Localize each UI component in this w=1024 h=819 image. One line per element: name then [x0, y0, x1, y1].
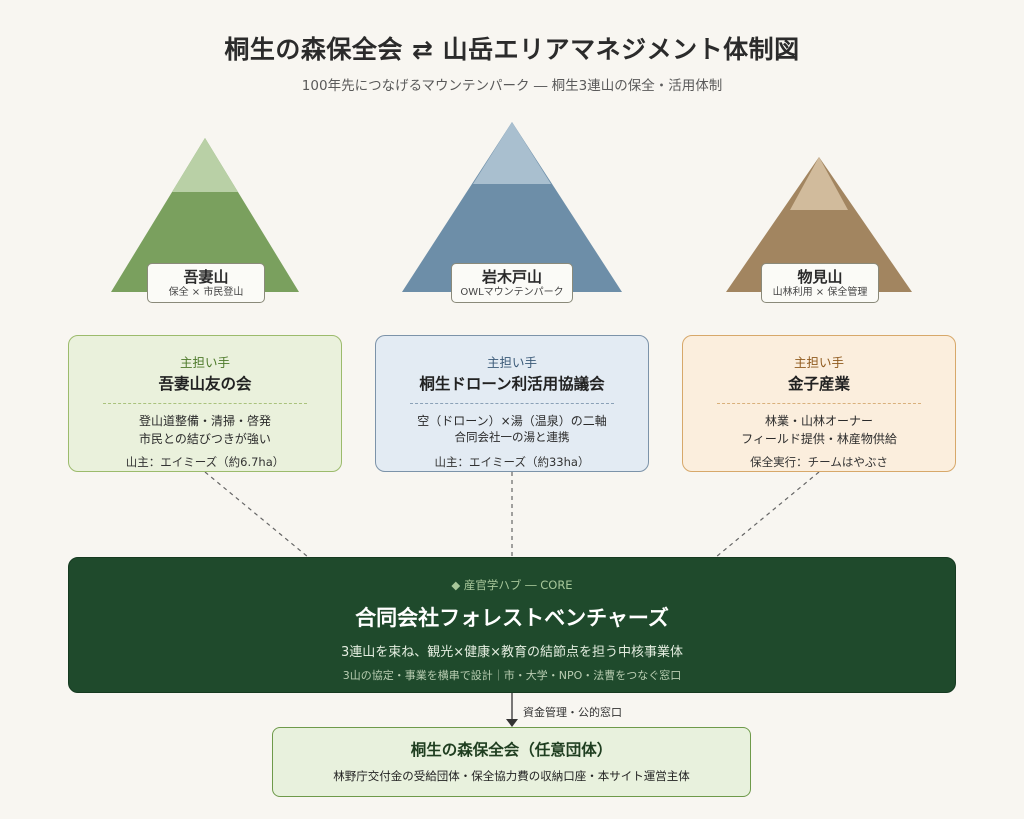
mountain-iwakido-cap [473, 122, 551, 184]
core-hub-box: ◆ 産官学ハブ ― CORE 合同会社フォレストベンチャーズ 3連山を束ね、観光… [68, 557, 956, 693]
card-owner: 山主：エイミーズ（約6.7ha） [125, 455, 285, 469]
card-line1: 登山道整備・清掃・啓発 [138, 414, 271, 428]
mountain-sub: 保全 × 市民登山 [168, 287, 244, 298]
mountain-iwakido-shape [402, 122, 622, 292]
card-divider [103, 403, 307, 404]
mountain-label-azuma: 吾妻山 保全 × 市民登山 [147, 263, 265, 303]
card-line2: フィールド提供・林産物供給 [741, 432, 897, 446]
core-desc: 3連山を束ね、観光×健康×教育の結節点を担う中核事業体 [340, 645, 684, 660]
card-role: 主担い手 [179, 355, 230, 370]
mountain-azuma-shape [111, 138, 299, 292]
arrow-head [506, 719, 518, 727]
mountain-name: 岩木戸山 [481, 268, 542, 286]
mountain-name: 吾妻山 [183, 268, 229, 286]
mountain-name: 物見山 [797, 268, 843, 286]
card-divider [717, 403, 921, 404]
base-desc: 林野庁交付金の受給団体・保全協力費の収納口座・本サイト運営主体 [333, 769, 690, 783]
page-subtitle: 100年先につなげるマウンテンパーク ― 桐生3連山の保全・活用体制 [301, 78, 723, 94]
mountain-label-iwakido: 岩木戸山 OWLマウンテンパーク [451, 263, 573, 303]
card-kiryu-drone: 主担い手 桐生ドローン利活用協議会 空（ドローン）×湯（温泉）の二軸 合同会社一… [375, 335, 649, 472]
card-role: 主担い手 [793, 355, 844, 370]
mountain-sub: 山林利用 × 保全管理 [772, 287, 868, 298]
arrow-label: 資金管理・公的窓口 [523, 706, 622, 719]
connector-right [715, 471, 820, 558]
core-tag: ◆ 産官学ハブ ― CORE [451, 578, 573, 592]
mountain-monomi-shape [726, 157, 912, 292]
card-org: 桐生ドローン利活用協議会 [419, 375, 605, 393]
mountain-label-monomi: 物見山 山林利用 × 保全管理 [761, 263, 879, 303]
core-note: 3山の協定・事業を横串で設計｜市・大学・NPO・法曹をつなぐ窓口 [342, 669, 682, 682]
card-line1: 空（ドローン）×湯（温泉）の二軸 [417, 414, 607, 428]
card-azuma-tomonokai: 主担い手 吾妻山友の会 登山道整備・清掃・啓発 市民との結びつきが強い 山主：エ… [68, 335, 342, 472]
page-title: 桐生の森保全会 ⇄ 山岳エリアマネジメント体制図 [224, 35, 800, 64]
base-name: 桐生の森保全会（任意団体） [410, 741, 613, 759]
mountain-azuma-cap [172, 138, 238, 192]
mountain-sub: OWLマウンテンパーク [460, 287, 564, 298]
base-association-box: 桐生の森保全会（任意団体） 林野庁交付金の受給団体・保全協力費の収納口座・本サイ… [272, 727, 751, 797]
core-name: 合同会社フォレストベンチャーズ [355, 606, 669, 630]
card-org: 吾妻山友の会 [158, 375, 252, 393]
card-divider [410, 403, 614, 404]
card-line1: 林業・山林オーナー [764, 414, 873, 428]
card-owner: 山主：エイミーズ（約33ha） [434, 455, 590, 469]
card-role: 主担い手 [486, 355, 537, 370]
mountain-monomi-cap [790, 157, 848, 210]
card-org: 金子産業 [787, 375, 850, 393]
connector-left [204, 471, 309, 558]
card-owner: 保全実行：チームはやぶさ [750, 455, 888, 469]
card-line2: 市民との結びつきが強い [139, 432, 271, 446]
card-line2: 合同会社一の湯と連携 [454, 430, 570, 444]
card-kaneko-sangyo: 主担い手 金子産業 林業・山林オーナー フィールド提供・林産物供給 保全実行：チ… [682, 335, 956, 472]
